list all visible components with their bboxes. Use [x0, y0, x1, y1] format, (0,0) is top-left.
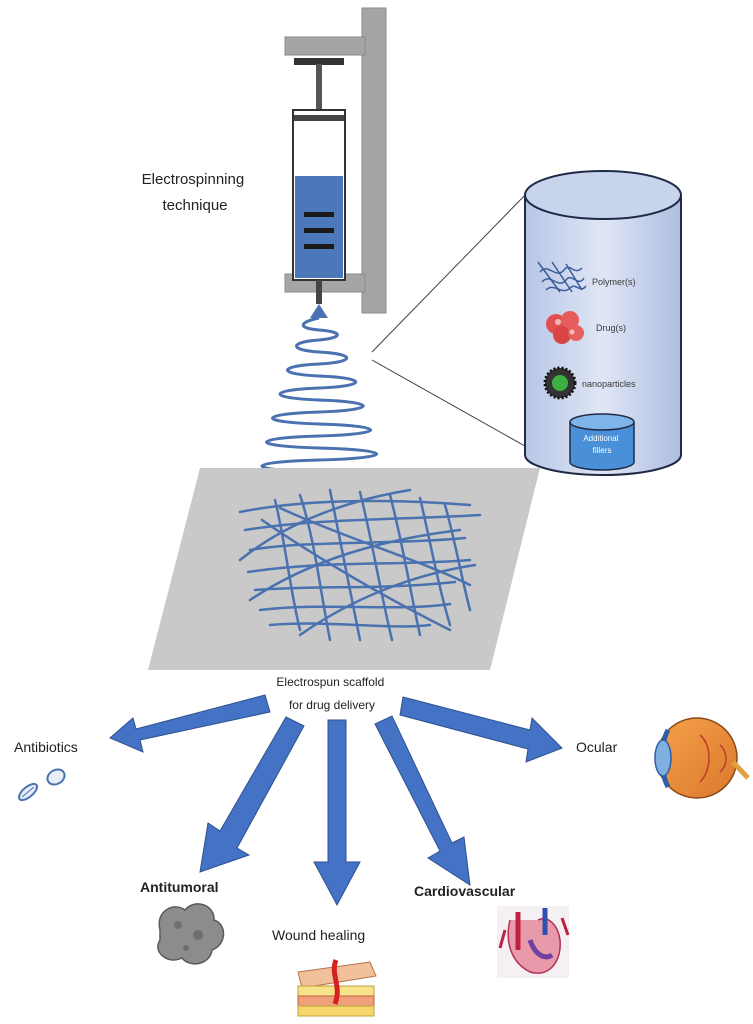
eye-icon	[654, 717, 750, 799]
polymer-label: Polymer(s)	[592, 277, 636, 287]
fillers-container: Additional fillers	[569, 413, 635, 471]
arrow-cardiovascular	[374, 715, 471, 886]
pills-icon	[17, 768, 66, 802]
liquid-mark	[304, 244, 334, 249]
liquid-mark	[304, 228, 334, 233]
plunger-rod	[316, 64, 322, 119]
liquid-mark	[304, 212, 334, 217]
fiber-mesh	[238, 488, 482, 642]
skin-wound-icon	[297, 959, 377, 1017]
nanoparticle-icon	[543, 366, 577, 400]
scaffold-label-line: Electrospun scaffold	[276, 675, 384, 689]
scaffold-label-line: for drug delivery	[289, 698, 375, 712]
arrow-ocular	[399, 696, 563, 763]
needle	[316, 280, 322, 304]
antitumoral-label: Antitumoral	[140, 879, 219, 895]
arrow-wound-healing	[313, 719, 361, 907]
drug-icon	[546, 311, 584, 344]
arrow-antitumoral	[199, 716, 305, 873]
syringe-liquid	[295, 176, 343, 278]
stand	[284, 7, 387, 314]
stand-pole	[361, 7, 387, 314]
heart-icon	[497, 906, 570, 978]
polymer-icon	[537, 261, 587, 293]
plunger-seal	[294, 115, 344, 121]
stand-top-arm	[284, 36, 366, 56]
nanoparticle-label: nanoparticles	[582, 379, 636, 389]
syringe	[292, 58, 346, 318]
cylinder-body	[524, 195, 682, 476]
collector-plate	[148, 468, 540, 670]
wound-healing-label: Wound healing	[272, 927, 365, 943]
technique-title-line: Electrospinning	[142, 171, 245, 188]
ocular-label: Ocular	[576, 739, 618, 755]
antibiotics-label: Antibiotics	[14, 739, 78, 755]
scaffold-label: Electrospun scaffold for drug delivery	[276, 675, 387, 712]
arrow-antibiotics	[109, 694, 271, 753]
application-arrows	[109, 694, 563, 907]
fillers-label: Additional fillers	[583, 434, 620, 455]
tumor-icon	[157, 903, 225, 965]
zoom-line	[371, 191, 529, 353]
cardiovascular-label: Cardiovascular	[414, 883, 516, 899]
cylinder-top	[524, 170, 682, 220]
taylor-cone	[310, 304, 328, 318]
plunger-head	[294, 58, 344, 65]
fillers-label-line: fillers	[593, 446, 612, 455]
fillers-label-line: Additional	[583, 434, 618, 443]
zoom-cylinder: Polymer(s) Drug(s) nanoparticles Additio…	[524, 170, 682, 476]
technique-title-line: technique	[162, 197, 227, 214]
drug-label: Drug(s)	[596, 323, 626, 333]
technique-title: Electrospinning technique	[142, 171, 249, 214]
zoom-line	[371, 359, 533, 451]
